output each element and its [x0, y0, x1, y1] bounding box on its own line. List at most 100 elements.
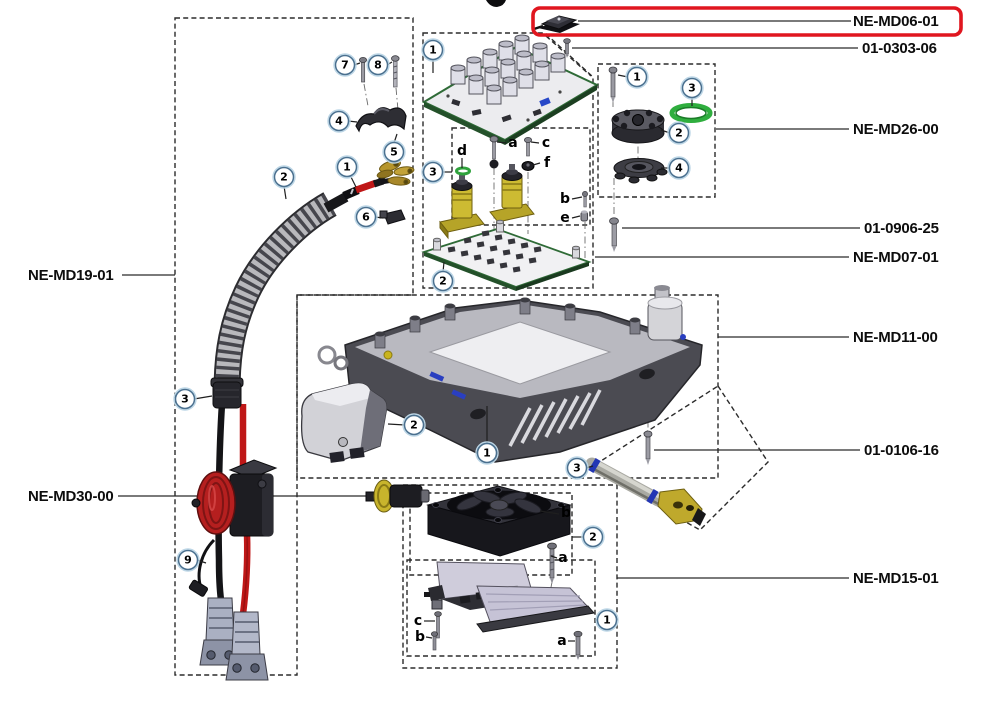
heatsink-screw-c: [434, 611, 442, 639]
callout-3-tube: 3: [565, 456, 589, 480]
callout-1-chassis: 1: [475, 441, 499, 465]
driver-pcb: [421, 219, 592, 291]
svg-text:3: 3: [573, 462, 581, 475]
nut-f: [521, 161, 535, 171]
capacitor-pcb: [421, 34, 600, 145]
reservoir: [647, 285, 683, 341]
yellow-grommet: [383, 350, 393, 360]
callout-2-fan: 2: [581, 525, 605, 549]
callout-3-valves: 3: [421, 160, 445, 184]
svg-text:2: 2: [589, 531, 597, 544]
valve-assembly: [439, 135, 588, 240]
letter-a-valve: a: [508, 135, 517, 151]
svg-text:2: 2: [675, 127, 683, 140]
callout-2-conduit: 2: [272, 165, 296, 189]
group-box-tube-diamond: [588, 385, 769, 531]
letter-c-heatsink: c: [414, 613, 422, 629]
letter-d: d: [457, 143, 467, 159]
chassis-hole-1: [470, 408, 486, 420]
callout-8-screw: 8: [366, 53, 390, 77]
blue-screw-2: [451, 389, 467, 400]
letter-a-fan: a: [558, 550, 567, 566]
part-label-ne-md07-01: NE-MD07-01: [853, 249, 939, 266]
capacitors: [450, 34, 566, 105]
svg-text:1: 1: [483, 447, 491, 460]
letter-e: e: [560, 210, 570, 226]
screw-8: [391, 55, 400, 88]
svg-text:7: 7: [341, 59, 349, 72]
callout-9-wire: 9: [176, 548, 200, 572]
fan-module-illustration: [424, 485, 595, 660]
grommet-ring-2: [333, 355, 349, 371]
callout-4-clamp: 4: [327, 109, 351, 133]
green-washer-d: [455, 166, 471, 176]
terminal-clamp-right: [225, 611, 269, 681]
chassis-cover: [300, 382, 388, 463]
svg-text:4: 4: [335, 115, 343, 128]
svg-text:8: 8: [374, 59, 382, 72]
number-callouts: 7 8 4 5 1 2 6 3 9 1 3 2 1 3 2 4 2 1 3 2 …: [173, 38, 704, 632]
part-label-ne-md15-01: NE-MD15-01: [853, 570, 939, 587]
tube-assembly: [585, 457, 706, 526]
bracket-6: [379, 209, 406, 225]
part-label-ne-md06-01: NE-MD06-01: [853, 13, 939, 30]
svg-text:2: 2: [439, 275, 447, 288]
svg-text:1: 1: [343, 161, 351, 174]
chassis-group-illustration: [300, 285, 706, 526]
part-label-01-0106-16: 01-0106-16: [864, 442, 939, 459]
pump-flange: [613, 158, 668, 184]
svg-text:2: 2: [410, 419, 418, 432]
fan: [426, 485, 572, 557]
explode-pointer-line: [545, 35, 592, 77]
cropped-artwork-fragment: [486, 0, 506, 7]
valve-1: [439, 174, 485, 240]
screw-01-0106-16: [643, 430, 653, 465]
heatsink-screw-b: [430, 631, 439, 651]
inline-connector: [365, 479, 430, 513]
highlight-box: [531, 6, 963, 37]
ring-terminals: [376, 159, 415, 186]
letter-b-heatsink: b: [415, 629, 425, 645]
clamp-bracket: [355, 107, 407, 133]
svg-text:4: 4: [675, 162, 683, 175]
pump-disc: [611, 109, 665, 144]
conduit-ridges: [215, 193, 336, 393]
letter-f: f: [544, 155, 551, 171]
svg-text:1: 1: [633, 71, 641, 84]
group-box-control-board-assembly: [422, 32, 594, 289]
pcb-components: [447, 230, 542, 273]
screw-7: [358, 57, 367, 83]
callout-2-driver-pcb: 2: [431, 269, 455, 293]
screw-b-right: [582, 191, 588, 208]
vent-slats: [508, 389, 602, 447]
letter-b-fan: b: [561, 505, 571, 521]
part-label-01-0303-06: 01-0303-06: [862, 40, 937, 57]
part-label-ne-md11-00: NE-MD11-00: [853, 329, 938, 346]
callout-5-clamp: 5: [382, 140, 406, 164]
valve-2: [489, 164, 535, 223]
md06-part-illustration: [486, 0, 580, 33]
callout-2-pump-disc: 2: [667, 121, 691, 145]
sense-wire-connector: [188, 579, 209, 597]
callout-6-bracket: 6: [354, 205, 378, 229]
part-number-labels: NE-MD06-01 01-0303-06 NE-MD26-00 01-0906…: [28, 13, 939, 587]
callout-1-heatsink: 1: [595, 608, 619, 632]
standoffs: [433, 219, 580, 259]
svg-text:1: 1: [429, 44, 437, 57]
svg-text:3: 3: [181, 393, 189, 406]
sense-wire: [197, 538, 216, 589]
circuit-breaker: [191, 459, 278, 537]
group-box-pump-head: [597, 63, 716, 198]
chassis-hole-2: [639, 368, 655, 380]
blue-component: [539, 97, 551, 107]
pump-head-group-illustration: [608, 66, 713, 184]
screw-1-pump: [608, 66, 618, 103]
heatsink-screw-a: [573, 630, 583, 660]
svg-text:2: 2: [280, 171, 288, 184]
svg-text:6: 6: [362, 211, 370, 224]
screw-a-valve: [489, 135, 499, 169]
part-label-ne-md19-01: NE-MD19-01: [28, 267, 114, 284]
blue-band-1: [588, 457, 601, 474]
